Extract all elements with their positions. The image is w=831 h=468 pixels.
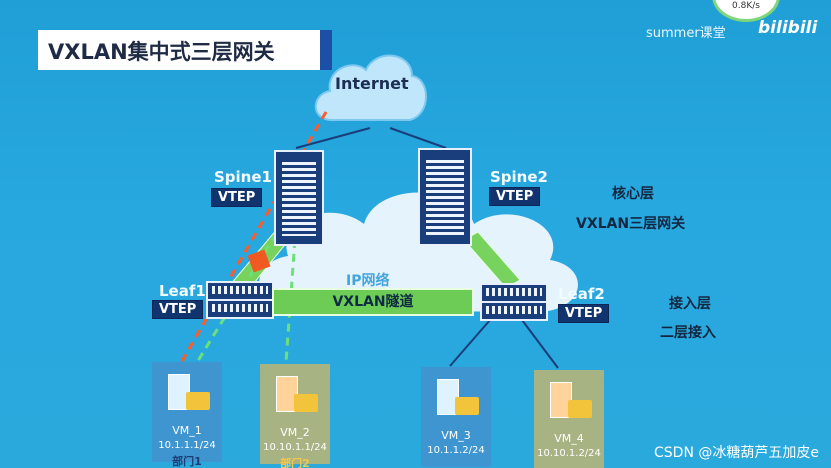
- packet-icon: [247, 249, 271, 273]
- vm1-card: VM_1 10.1.1.1/24 部门1: [152, 362, 222, 468]
- ip-network-label: IP网络: [346, 273, 390, 289]
- vm4-ip: 10.10.1.2/24: [537, 448, 601, 459]
- spine1-device: [274, 150, 324, 246]
- vm3-ip: 10.1.1.2/24: [427, 445, 485, 456]
- leaf2-vm4-link: [521, 319, 559, 369]
- spine1-vtep-badge: VTEP: [211, 188, 263, 207]
- spine2-label: Spine2: [490, 168, 548, 186]
- folder-icon: [455, 397, 479, 415]
- leaf1-vtep-badge: VTEP: [152, 300, 204, 319]
- leaf1-label: Leaf1: [159, 282, 206, 300]
- vm2-dept: 部门2: [280, 457, 310, 468]
- vxlan-tunnel-label: VXLAN隧道: [332, 294, 414, 310]
- leaf2-label: Leaf2: [558, 285, 605, 303]
- network-speed-text: 0.8K/s: [732, 1, 760, 11]
- vm2-name: VM_2: [280, 426, 310, 439]
- vm3-name: VM_3: [441, 429, 471, 442]
- leaf2-vtep-badge: VTEP: [558, 304, 610, 323]
- folder-icon: [568, 400, 592, 418]
- vm2-ip: 10.10.1.1/24: [263, 442, 327, 453]
- leaf2-vm3-link: [449, 319, 491, 367]
- vm3-card: VM_3 10.1.1.2/24: [421, 367, 491, 467]
- spine2-vtep-badge: VTEP: [489, 187, 541, 206]
- vm2-card: VM_2 10.10.1.1/24 部门2: [260, 364, 330, 468]
- leaf1-switch-bottom: [206, 299, 274, 319]
- vm4-card: VM_4 10.10.1.2/24: [534, 370, 604, 468]
- leaf1-switch-top: [206, 281, 274, 301]
- access-layer-label: 接入层: [669, 296, 711, 312]
- folder-icon: [294, 394, 318, 412]
- access-layer-desc: 二层接入: [660, 325, 716, 341]
- spine1-label: Spine1: [214, 168, 272, 186]
- internet-cloud: [314, 54, 427, 121]
- leaf2-switch-top: [480, 283, 548, 303]
- title-panel: VXLAN集中式三层网关: [38, 30, 332, 70]
- spine2-device: [418, 148, 472, 246]
- internet-label: Internet: [335, 74, 409, 93]
- channel-brand: summer课堂: [646, 26, 726, 41]
- vm1-dept: 部门1: [172, 455, 202, 468]
- core-layer-label: 核心层: [612, 186, 654, 202]
- vxlan-tunnel: VXLAN隧道: [272, 288, 474, 316]
- platform-logo: bilibili: [758, 18, 818, 38]
- vm1-name: VM_1: [172, 424, 202, 437]
- vm1-ip: 10.1.1.1/24: [158, 440, 216, 451]
- leaf2-spine2-tunnel: [463, 231, 521, 289]
- csdn-watermark: CSDN @冰糖葫芦五加皮e: [654, 445, 819, 461]
- leaf2-switch-bottom: [480, 301, 548, 321]
- internet-spine2-link: [389, 127, 447, 149]
- vm4-name: VM_4: [554, 432, 584, 445]
- diagram-title: VXLAN集中式三层网关: [48, 40, 275, 64]
- title-accent-bar: [320, 30, 332, 70]
- core-layer-desc: VXLAN三层网关: [576, 216, 686, 232]
- folder-icon: [186, 392, 210, 410]
- internet-spine1-link: [295, 127, 371, 149]
- ip-network-cloud: [259, 192, 578, 312]
